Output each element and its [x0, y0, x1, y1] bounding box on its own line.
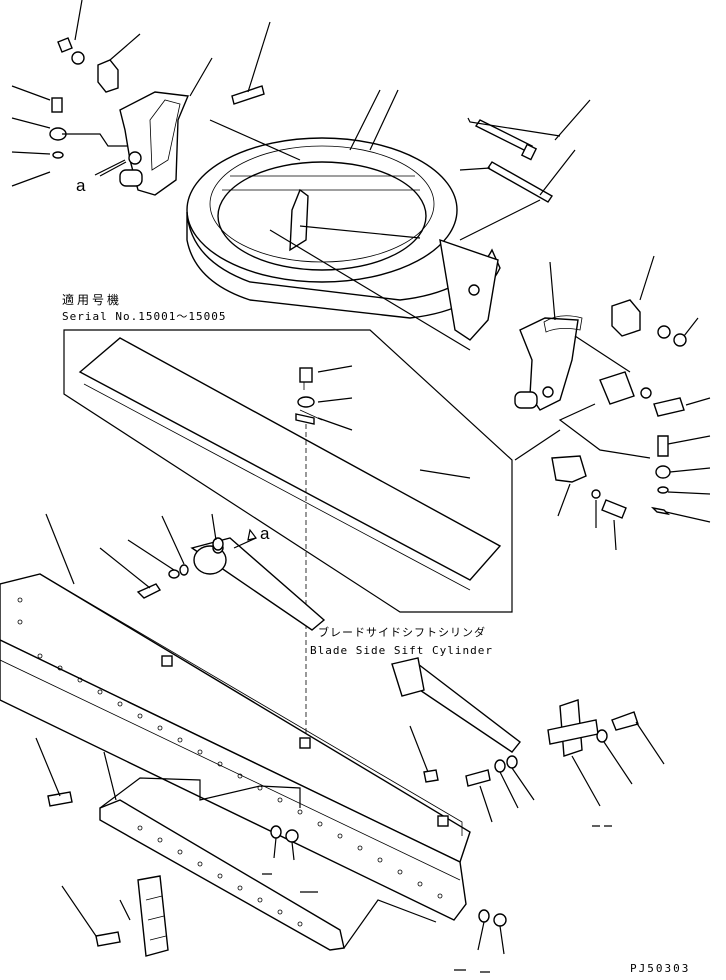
cylinder-label-jp: ブレードサイドシフトシリンダ — [318, 626, 486, 639]
edge-bolt-holes — [137, 825, 303, 927]
circle-frame — [186, 89, 501, 351]
serial-note-title: 適用号機 — [62, 293, 123, 307]
side-shift-cylinder — [99, 161, 521, 753]
blade-assembly — [0, 513, 471, 921]
center-hardware — [262, 825, 507, 973]
reference-mark-lower: a — [260, 524, 270, 543]
cutting-edge — [35, 737, 437, 957]
blade-bolt-holes — [17, 597, 443, 899]
right-bracket-assembly — [514, 255, 711, 523]
right-long-bolts — [459, 99, 591, 241]
reference-mark-upper: a — [76, 176, 86, 195]
cylinder-label-en: Blade Side Sift Cylinder — [310, 644, 493, 657]
serial-box — [63, 329, 513, 740]
left-bracket-assembly — [11, 0, 271, 196]
lower-right-bracket — [551, 455, 627, 551]
serial-note-range: Serial No.15001〜15005 — [62, 310, 227, 323]
right-hardware — [465, 699, 665, 827]
drawing-code: PJ50303 — [630, 962, 691, 975]
